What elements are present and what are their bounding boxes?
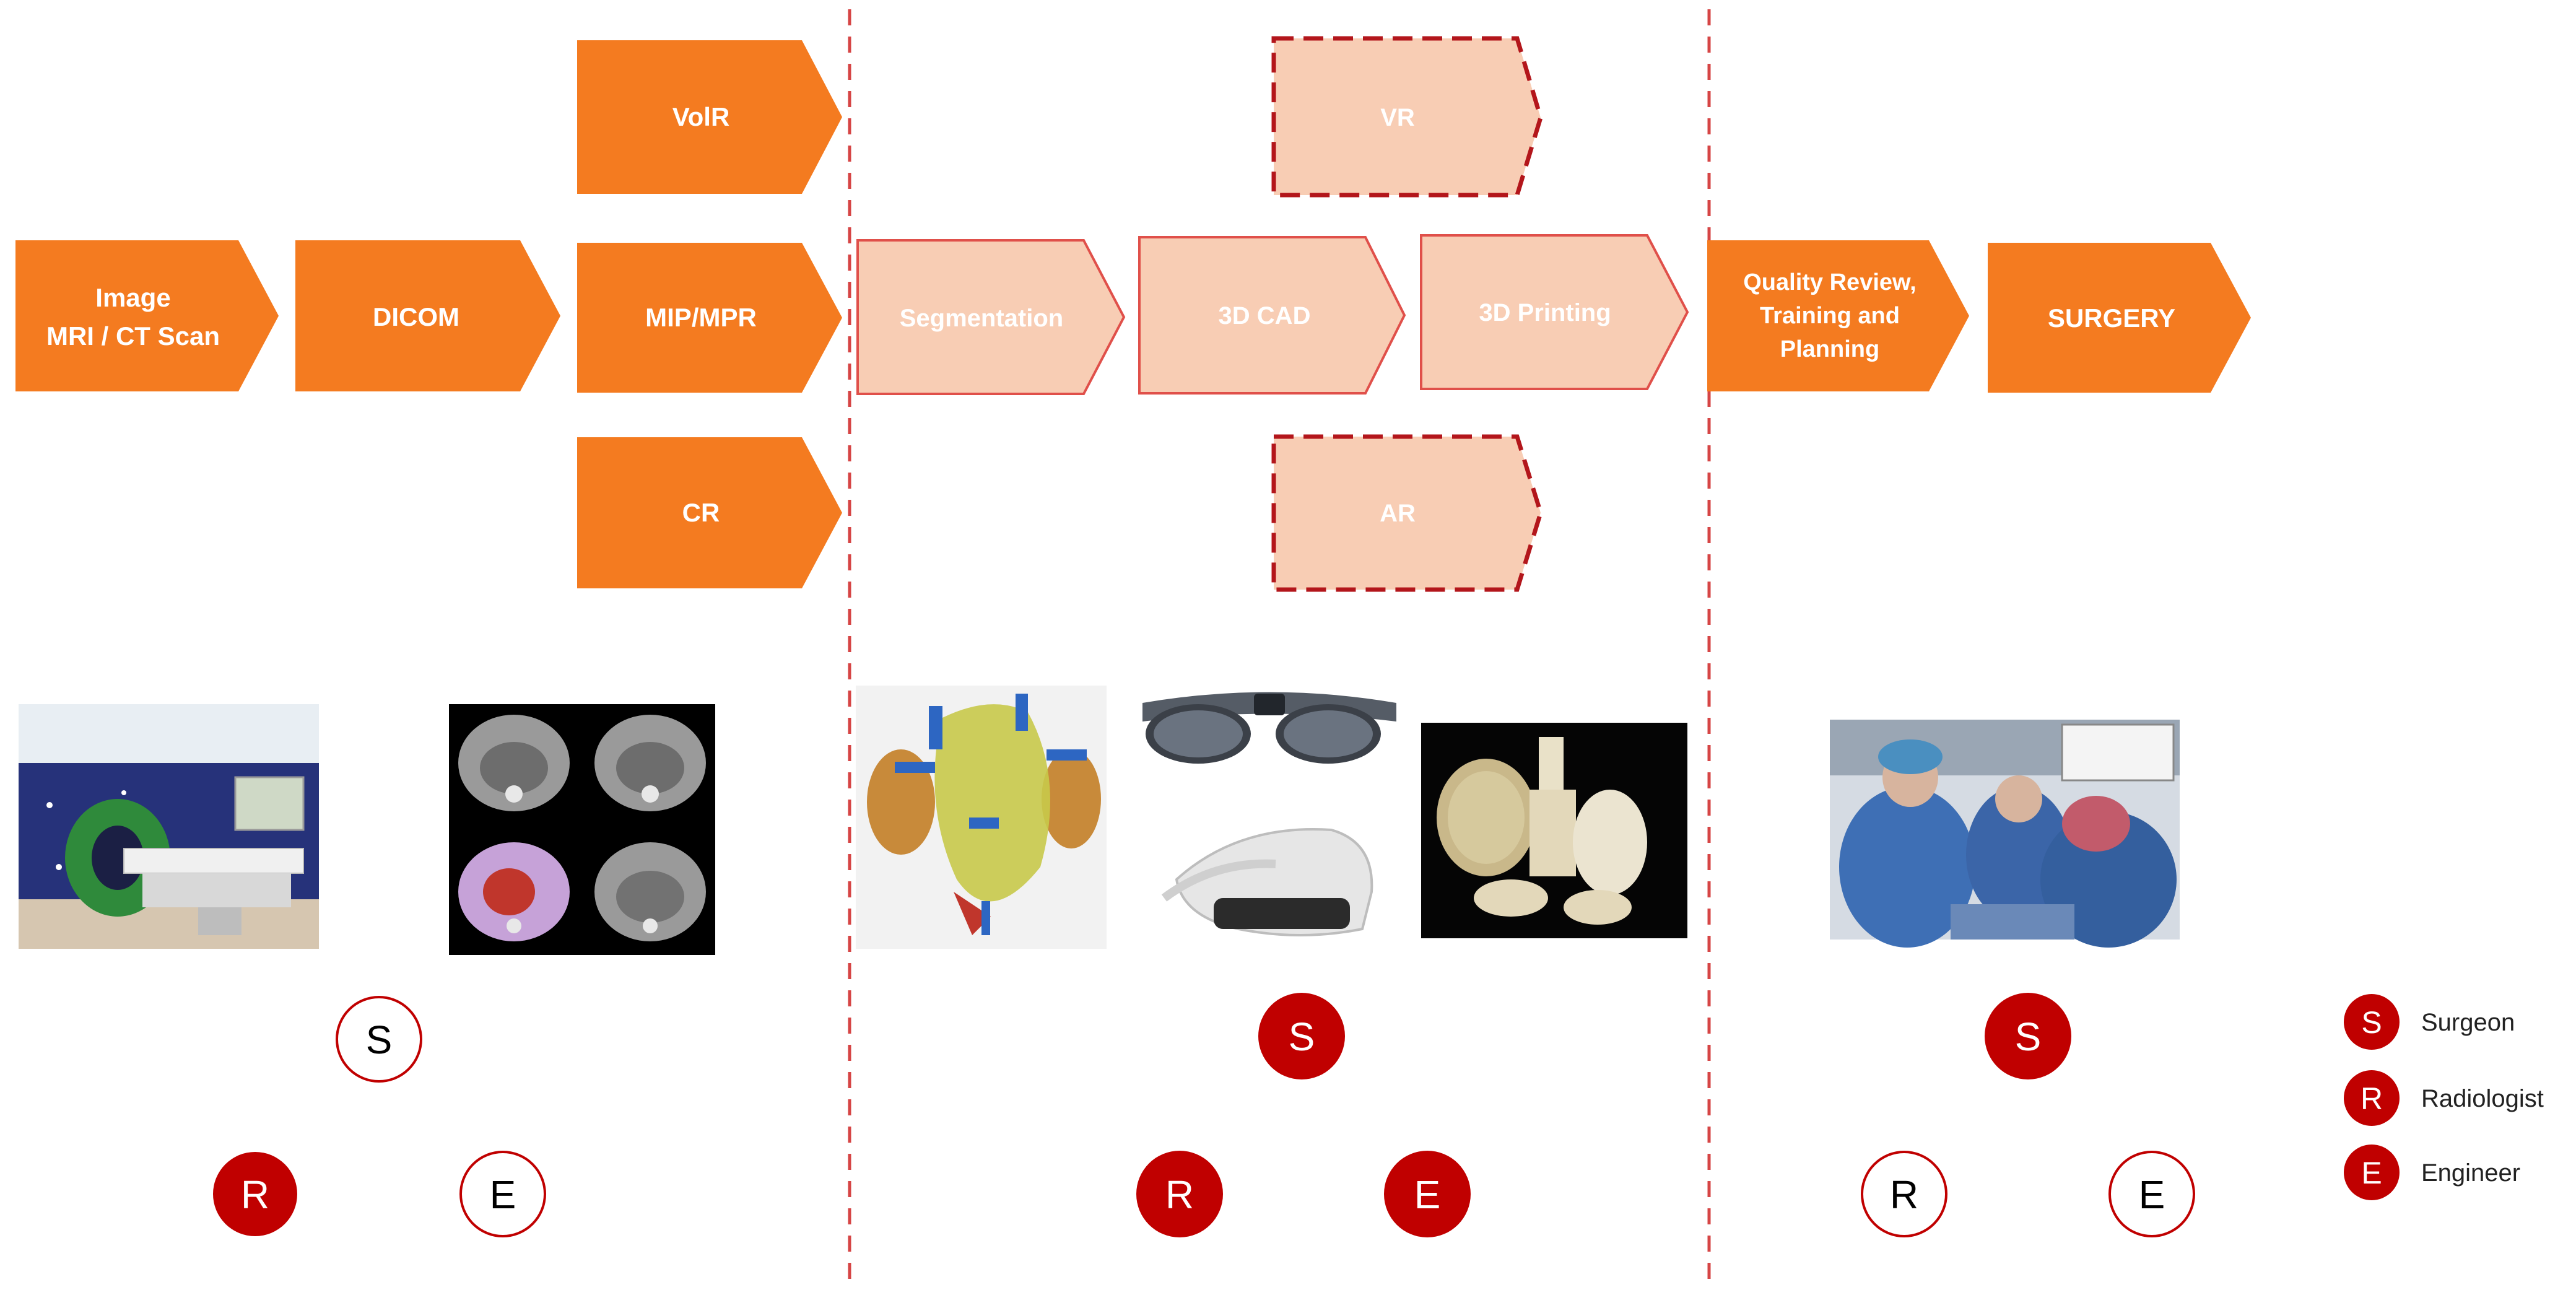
step-vr-arrow: VR [1271, 36, 1543, 198]
surgery-photo-image [1830, 720, 2180, 948]
step-segmentation-label: Segmentation [900, 305, 1063, 332]
step-ar-label: AR [1380, 500, 1416, 527]
step-image-line1: Image [95, 283, 170, 312]
vr-headset-image [1155, 818, 1387, 951]
badge-letter: S [2015, 1014, 2042, 1059]
role-badge-surgeon-phase1: S [336, 996, 422, 1083]
badge-letter: S [366, 1018, 393, 1062]
step-quality-line2: Training and [1760, 303, 1900, 329]
step-surgery-label: SURGERY [2048, 303, 2175, 333]
step-image-arrow: Image MRI / CT Scan [15, 240, 279, 391]
ct-scan-slices-image [449, 704, 715, 955]
step-image-line2: MRI / CT Scan [46, 321, 220, 351]
role-badge-radiologist-phase3: R [1861, 1151, 1947, 1237]
ct-scanner-room-image [19, 704, 319, 949]
role-badge-engineer-phase2: E [1384, 1151, 1471, 1237]
step-cr-label: CR [682, 498, 720, 527]
legend-item-surgeon: S Surgeon [2344, 994, 2515, 1050]
legend-letter: E [2361, 1156, 2382, 1190]
legend-label-surgeon: Surgeon [2421, 1009, 2515, 1036]
step-dicom-label: DICOM [373, 302, 459, 331]
role-badge-engineer-phase1: E [459, 1151, 546, 1237]
badge-letter: R [241, 1172, 269, 1217]
role-badge-radiologist-phase1: R [213, 1152, 297, 1236]
step-vr-label: VR [1380, 104, 1415, 131]
3d-kidney-model-image [856, 686, 1107, 949]
ar-glasses-image [1139, 689, 1399, 772]
legend-label-engineer: Engineer [2421, 1159, 2520, 1187]
badge-letter: E [490, 1172, 516, 1217]
role-badge-surgeon-phase3: S [1985, 993, 2071, 1079]
role-badge-engineer-phase3: E [2108, 1151, 2195, 1237]
step-cr-arrow: CR [577, 437, 842, 588]
step-mip-mpr-arrow: MIP/MPR [577, 243, 842, 393]
badge-letter: E [2139, 1172, 2165, 1217]
step-mip-mpr-label: MIP/MPR [645, 303, 757, 332]
step-segmentation-arrow: Segmentation [856, 239, 1126, 395]
step-quality-review-arrow: Quality Review, Training and Planning [1707, 240, 1969, 391]
legend-item-engineer: E Engineer [2344, 1145, 2520, 1200]
badge-letter: R [1890, 1172, 1918, 1217]
role-legend: S Surgeon R Radiologist E Engineer [2344, 994, 2544, 1200]
legend-letter: R [2361, 1081, 2383, 1116]
role-badge-radiologist-phase2: R [1136, 1151, 1223, 1237]
step-surgery-arrow: SURGERY [1988, 243, 2251, 393]
legend-item-radiologist: R Radiologist [2344, 1070, 2544, 1126]
badge-letter: S [1289, 1014, 1315, 1059]
step-dicom-arrow: DICOM [295, 240, 560, 391]
3d-printed-model-image [1421, 723, 1687, 938]
badge-letter: R [1165, 1172, 1194, 1217]
step-volr-label: VolR [672, 102, 730, 131]
step-quality-line1: Quality Review, [1743, 269, 1916, 295]
step-3d-printing-arrow: 3D Printing [1420, 234, 1689, 390]
legend-letter: S [2361, 1005, 2382, 1040]
step-volr-arrow: VolR [577, 40, 842, 194]
step-quality-line3: Planning [1780, 336, 1879, 362]
legend-label-radiologist: Radiologist [2421, 1085, 2544, 1112]
step-3d-cad-label: 3D CAD [1219, 302, 1311, 329]
step-3d-cad-arrow: 3D CAD [1138, 236, 1406, 395]
role-badge-surgeon-phase2: S [1258, 993, 1345, 1079]
step-3d-printing-label: 3D Printing [1479, 299, 1611, 326]
step-ar-arrow: AR [1271, 434, 1543, 592]
badge-letter: E [1414, 1172, 1441, 1217]
